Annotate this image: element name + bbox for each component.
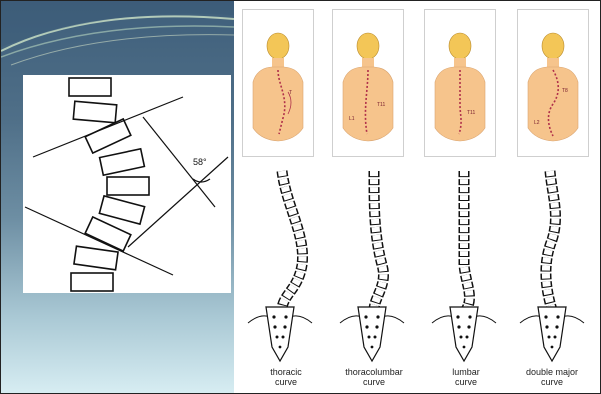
vertebra bbox=[107, 177, 149, 195]
cobb-angle-diagram: 58° bbox=[23, 75, 231, 293]
back-figure-thoracic: T bbox=[242, 9, 314, 157]
vertebra bbox=[85, 217, 131, 251]
caption-line: curve bbox=[334, 377, 414, 387]
cobb-angle-figure: 58° bbox=[23, 75, 231, 293]
back-illustration: L2 T8 bbox=[518, 10, 588, 156]
spine-illustrations bbox=[234, 165, 601, 365]
caption-line: curve bbox=[246, 377, 326, 387]
scoliosis-types-panel: T L1 T11 T11 bbox=[234, 1, 601, 394]
caption-line: curve bbox=[512, 377, 592, 387]
spine-double-major bbox=[520, 171, 584, 361]
caption-line: double major bbox=[512, 367, 592, 377]
caption-line: lumbar bbox=[426, 367, 506, 377]
caption-lumbar: lumbar curve bbox=[426, 367, 506, 387]
vertebra bbox=[71, 273, 113, 291]
vertebra bbox=[85, 119, 131, 153]
back-figure-lumbar: T11 bbox=[424, 9, 496, 157]
perpendicular-line-lower bbox=[128, 157, 228, 247]
back-illustration: T11 bbox=[425, 10, 495, 156]
spine-thoracolumbar bbox=[340, 171, 404, 361]
caption-double-major: double major curve bbox=[512, 367, 592, 387]
vertebra bbox=[100, 149, 145, 175]
caption-line: thoracic bbox=[246, 367, 326, 377]
spine-thoracic bbox=[248, 171, 312, 361]
vertebra bbox=[99, 196, 144, 224]
caption-line: curve bbox=[426, 377, 506, 387]
curve-label: L2 bbox=[534, 120, 540, 126]
curve-label: T bbox=[289, 90, 292, 96]
vertebra bbox=[73, 101, 116, 123]
back-illustration: L1 T11 bbox=[333, 10, 403, 156]
back-figure-double-major: L2 T8 bbox=[517, 9, 589, 157]
curve-label-alt: T11 bbox=[467, 110, 475, 116]
caption-thoracolumbar: thoracolumbar curve bbox=[334, 367, 414, 387]
curve-label-alt: T8 bbox=[562, 88, 568, 94]
caption-thoracic: thoracic curve bbox=[246, 367, 326, 387]
spine-lumbar bbox=[432, 171, 496, 361]
back-illustration: T bbox=[243, 10, 313, 156]
vertebra bbox=[74, 246, 118, 270]
curve-label-alt: T11 bbox=[377, 102, 385, 108]
vertebra bbox=[69, 78, 111, 96]
curve-label: L1 bbox=[349, 116, 355, 122]
caption-line: thoracolumbar bbox=[334, 367, 414, 377]
back-figure-thoracolumbar: L1 T11 bbox=[332, 9, 404, 157]
cobb-angle-label: 58° bbox=[193, 157, 207, 167]
